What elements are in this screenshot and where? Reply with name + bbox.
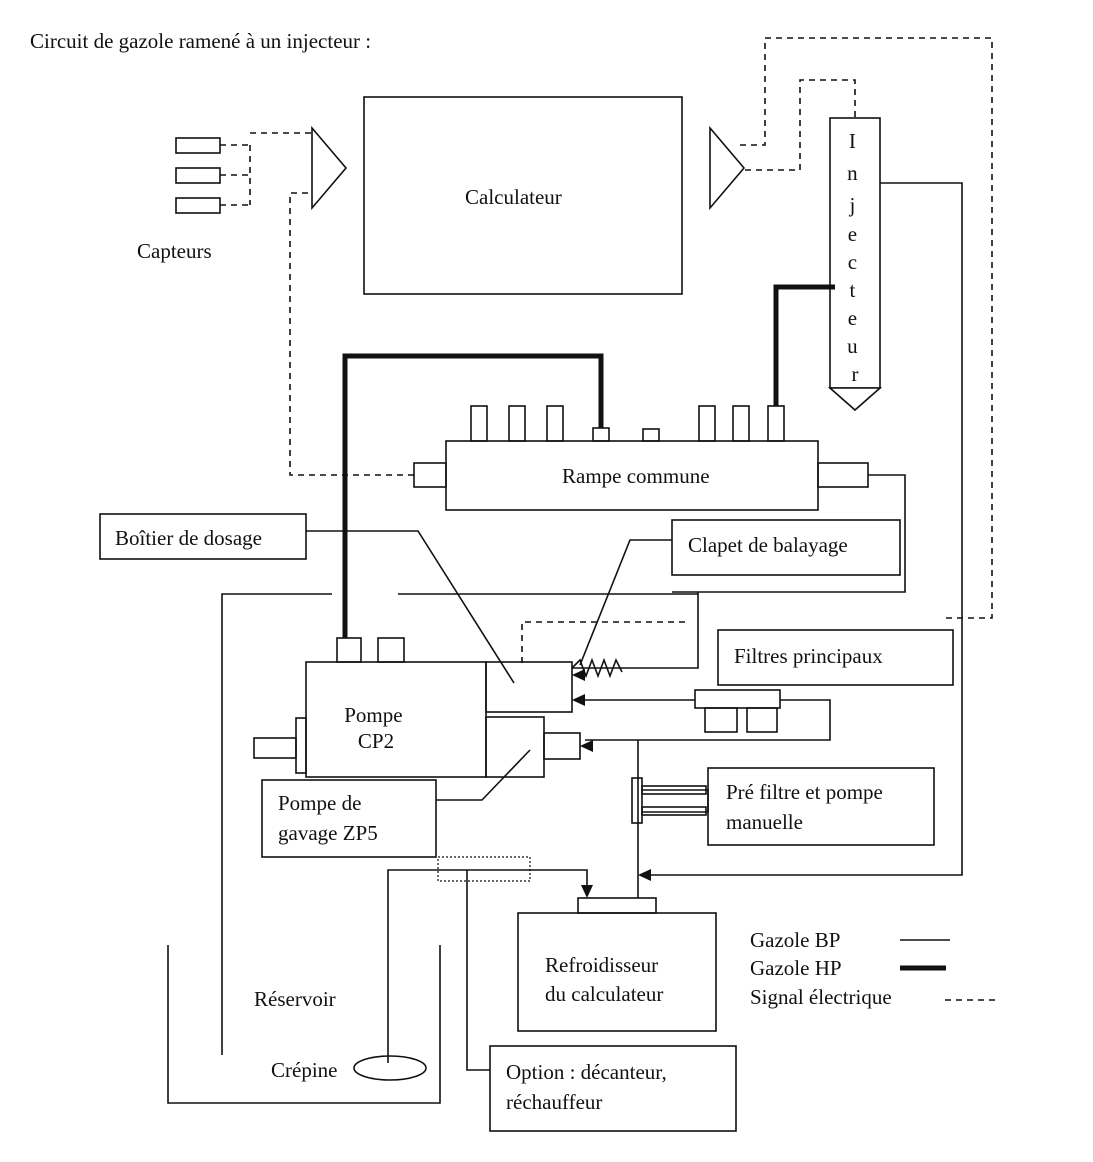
legend-hp-label: Gazole HP <box>750 956 842 980</box>
pompe-cp2 <box>253 637 623 778</box>
pompe-gavage-box <box>261 779 437 858</box>
boitier-box <box>99 513 307 560</box>
rampe-label: Rampe commune <box>562 464 710 488</box>
refroidisseur-line1: Refroidisseur <box>545 953 658 977</box>
option-line2: réchauffeur <box>506 1090 602 1114</box>
refroidisseur-label: Refroidisseur du calculateur <box>545 953 663 1006</box>
prefiltre-line2: manuelle <box>726 810 803 834</box>
filtres-box <box>717 629 954 686</box>
pompe-cp2-line2: CP2 <box>358 729 394 753</box>
pompe-gavage-line1: Pompe de <box>278 791 361 815</box>
main-filters <box>694 689 781 733</box>
calculateur-box <box>363 96 683 295</box>
refroidisseur-line2: du calculateur <box>545 982 663 1006</box>
boitier-label: Boîtier de dosage <box>115 526 262 550</box>
prefiltre-line1: Pré filtre et pompe <box>726 780 883 804</box>
pompe-cp2-label: Pompe CP2 <box>344 703 408 753</box>
capteurs-label: Capteurs <box>137 239 212 263</box>
prefiltre-label: Pré filtre et pompe manuelle <box>726 780 888 834</box>
option-box <box>489 1045 737 1132</box>
high-pressure-lines <box>342 284 946 971</box>
injecteur-letter-5: t <box>849 278 855 302</box>
output-amplifier <box>709 125 746 211</box>
clapet-box <box>671 519 901 576</box>
input-amplifier <box>311 125 348 211</box>
injecteur-letter-8: r <box>852 362 859 386</box>
injecteur-letter-7: u <box>847 334 858 358</box>
option-decanter <box>437 856 531 882</box>
prefilter-hand-pump <box>631 777 707 824</box>
prefiltre-box <box>707 767 935 846</box>
filtres-label: Filtres principaux <box>734 644 883 668</box>
pompe-cp2-line1: Pompe <box>344 703 402 727</box>
calculateur-label: Calculateur <box>465 185 562 209</box>
injecteur-letter-0: I <box>849 129 856 153</box>
crepine-strainer <box>353 1055 427 1081</box>
reservoir-label: Réservoir <box>254 987 336 1011</box>
legend-signal-label: Signal électrique <box>750 985 892 1009</box>
crepine-label: Crépine <box>271 1058 337 1082</box>
injecteur-letter-6: e <box>848 306 857 330</box>
legend: Gazole BP Gazole HP Signal électrique <box>750 928 892 1009</box>
clapet-label: Clapet de balayage <box>688 533 848 557</box>
injecteur: I n j e c t e u r <box>827 117 883 412</box>
injecteur-letter-4: c <box>848 250 857 274</box>
sensors <box>175 137 221 214</box>
option-label: Option : décanteur, réchauffeur <box>506 1060 672 1114</box>
diagram-title: Circuit de gazole ramené à un injecteur … <box>30 29 371 53</box>
option-line1: Option : décanteur, <box>506 1060 667 1084</box>
flow-arrows <box>572 669 651 898</box>
injecteur-letter-3: e <box>848 222 857 246</box>
pompe-gavage-label: Pompe de gavage ZP5 <box>278 791 378 845</box>
low-pressure-lines <box>167 182 963 1104</box>
refroidisseur-cap <box>577 897 657 914</box>
rampe-commune <box>413 405 869 511</box>
injecteur-letter-2: j <box>848 193 855 217</box>
electrical-signal-lines <box>220 37 1000 1001</box>
pompe-gavage-line2: gavage ZP5 <box>278 821 378 845</box>
legend-bp-label: Gazole BP <box>750 928 840 952</box>
injecteur-letter-1: n <box>847 161 858 185</box>
svg-text:I n j e: I n j e c t e u r <box>847 129 863 386</box>
